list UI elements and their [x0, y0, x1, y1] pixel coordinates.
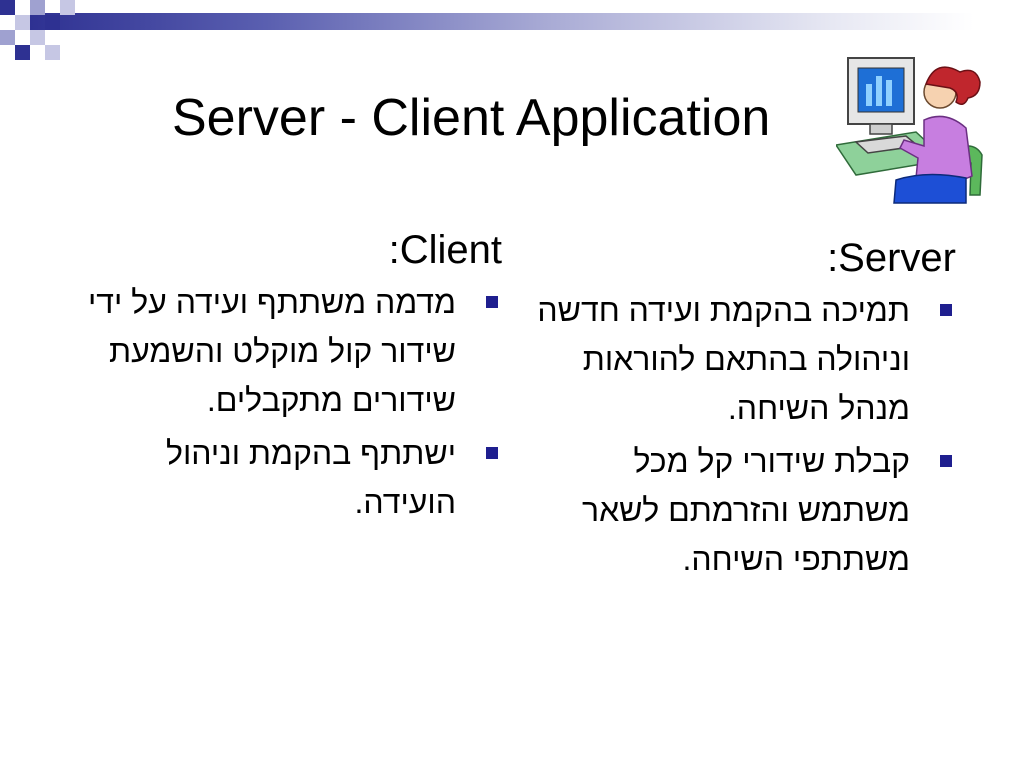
checker-square [30, 30, 45, 45]
checker-square [15, 45, 30, 60]
header-decoration [0, 0, 1024, 62]
server-heading: :Server [827, 236, 956, 280]
slide-title: Server - Client Application [172, 89, 771, 147]
checker-square [0, 30, 15, 45]
gradient-bar [30, 13, 974, 30]
checker-square [30, 0, 45, 15]
list-item: מדמה משתתף ועידה על ידי שידור קול מוקלט … [80, 278, 502, 425]
server-column: :Server תמיכה בהקמת ועידה חדשה וניהולה ב… [520, 234, 956, 588]
square-bullet-icon [486, 296, 498, 308]
checker-square [60, 0, 75, 15]
checker-square [15, 15, 30, 30]
bullet-text: ישתתף בהקמת וניהול הועידה. [166, 435, 456, 520]
bullet-text: תמיכה בהקמת ועידה חדשה וניהולה בהתאם להו… [537, 292, 910, 426]
list-item: קבלת שידורי קל מכל משתמש והזרמתם לשאר מש… [520, 437, 956, 584]
square-bullet-icon [940, 455, 952, 467]
client-column: :Client מדמה משתתף ועידה על ידי שידור קו… [80, 226, 502, 531]
checker-square [45, 45, 60, 60]
square-bullet-icon [940, 304, 952, 316]
square-bullet-icon [486, 447, 498, 459]
bullet-text: מדמה משתתף ועידה על ידי שידור קול מוקלט … [87, 284, 456, 418]
checker-square [0, 0, 15, 15]
woman-at-computer-icon [836, 57, 983, 204]
client-bullet-list: מדמה משתתף ועידה על ידי שידור קול מוקלט … [80, 278, 502, 527]
list-item: תמיכה בהקמת ועידה חדשה וניהולה בהתאם להו… [520, 286, 956, 433]
list-item: ישתתף בהקמת וניהול הועידה. [80, 429, 502, 527]
client-heading: :Client [388, 228, 502, 272]
bullet-text: קבלת שידורי קל מכל משתמש והזרמתם לשאר מש… [581, 443, 910, 577]
server-bullet-list: תמיכה בהקמת ועידה חדשה וניהולה בהתאם להו… [520, 286, 956, 584]
checker-square [45, 15, 60, 30]
